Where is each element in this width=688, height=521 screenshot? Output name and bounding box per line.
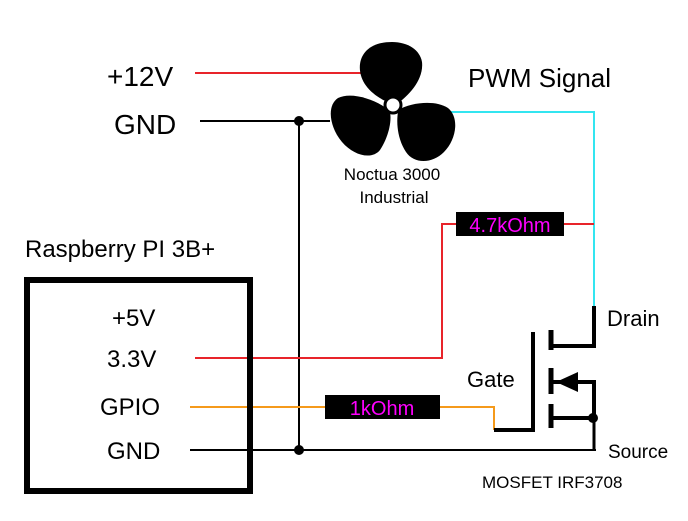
gate-label: Gate	[467, 367, 515, 392]
pi-pin-gpio: GPIO	[100, 394, 160, 421]
fan-label-line2: Industrial	[360, 188, 429, 207]
source-label: Source	[608, 442, 668, 463]
pullup-wire	[195, 223, 456, 359]
v12-label: +12V	[107, 61, 173, 92]
gate-resistor-label: 1kOhm	[350, 398, 414, 420]
pullup-resistor	[456, 212, 564, 236]
gate-resistor	[325, 395, 440, 419]
pwm-signal-label: PWM Signal	[468, 63, 611, 93]
gpio-wire-right	[440, 406, 495, 430]
drain-label: Drain	[607, 306, 660, 331]
mosfet-model-label: MOSFET IRF3708	[482, 473, 622, 492]
fan-icon	[330, 42, 456, 161]
junction-dot	[294, 116, 304, 126]
pi-board	[24, 277, 253, 494]
fan-label-line1: Noctua 3000	[344, 165, 440, 184]
pullup-resistor-label: 4.7kOhm	[469, 215, 550, 237]
pwm-wire	[430, 111, 595, 306]
pi-pin-gnd: GND	[107, 438, 160, 465]
pi-pin-5v: +5V	[112, 305, 155, 332]
junction-dot	[294, 445, 304, 455]
pi-title: Raspberry PI 3B+	[25, 236, 215, 263]
pi-pin-3v3: 3.3V	[107, 346, 156, 373]
gnd-top-label: GND	[114, 109, 176, 140]
mosfet-symbol	[494, 306, 596, 450]
